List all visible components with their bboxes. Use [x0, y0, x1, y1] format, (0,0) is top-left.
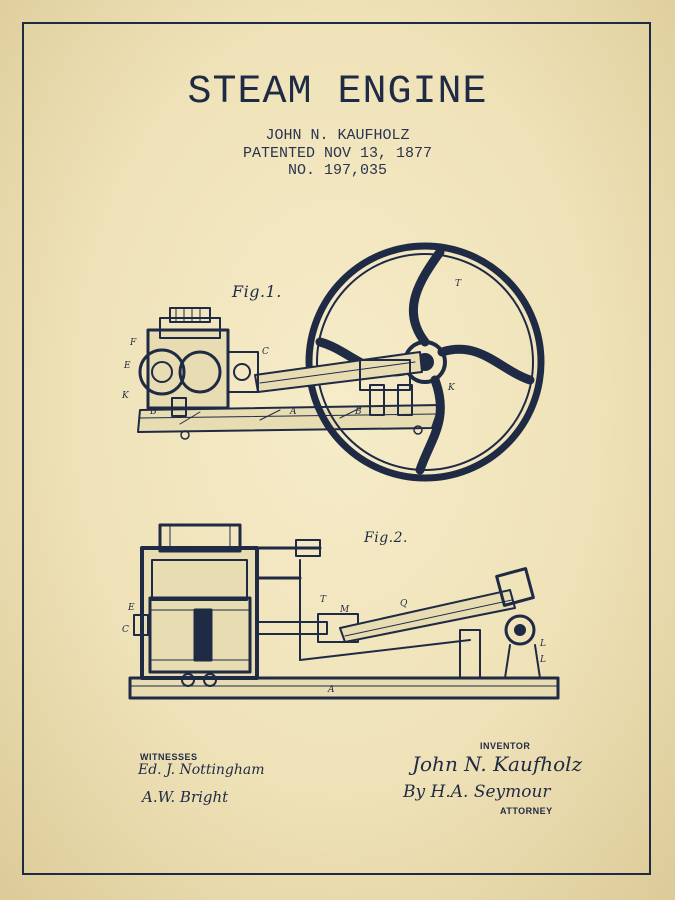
svg-text:A: A	[289, 407, 297, 417]
witness-signature-1: Ed. J. Nottingham	[138, 762, 265, 778]
svg-text:F: F	[129, 338, 137, 348]
svg-text:E: E	[127, 603, 135, 613]
svg-text:B: B	[149, 407, 157, 417]
figure-2-label: Fig.2.	[364, 530, 408, 546]
page-border	[22, 22, 651, 875]
svg-text:C: C	[262, 347, 269, 357]
svg-text:Q: Q	[400, 599, 408, 609]
svg-text:K: K	[447, 383, 456, 393]
inventor-signature: John N. Kaufholz	[412, 752, 583, 776]
attorney-label: ATTORNEY	[500, 806, 553, 816]
inventor-label: INVENTOR	[480, 741, 531, 751]
attorney-signature: By H.A. Seymour	[403, 782, 551, 802]
page-title: STEAM ENGINE	[187, 70, 488, 115]
witness-signature-2: A.W. Bright	[142, 788, 229, 806]
svg-text:B: B	[354, 407, 362, 417]
figure-1-illustration	[137, 242, 545, 482]
svg-text:L: L	[539, 655, 546, 665]
patent-date: PATENTED NOV 13, 1877	[242, 145, 433, 162]
svg-text:T: T	[455, 279, 462, 289]
part-letters: F E K B A B T K C E C T M Q A LL	[121, 279, 546, 695]
svg-text:A: A	[327, 685, 335, 695]
figure-1-label: Fig.1.	[232, 282, 282, 301]
svg-text:T: T	[320, 595, 327, 605]
svg-text:C: C	[122, 625, 129, 635]
patent-number: NO. 197,035	[287, 162, 388, 179]
witnesses-label: WITNESSES	[140, 752, 198, 762]
svg-text:K: K	[121, 391, 130, 401]
svg-text:L: L	[539, 639, 546, 649]
svg-text:E: E	[123, 361, 131, 371]
figure-2-illustration	[128, 523, 560, 700]
svg-text:M: M	[339, 605, 350, 615]
inventor-name: JOHN N. KAUFHOLZ	[265, 127, 410, 144]
